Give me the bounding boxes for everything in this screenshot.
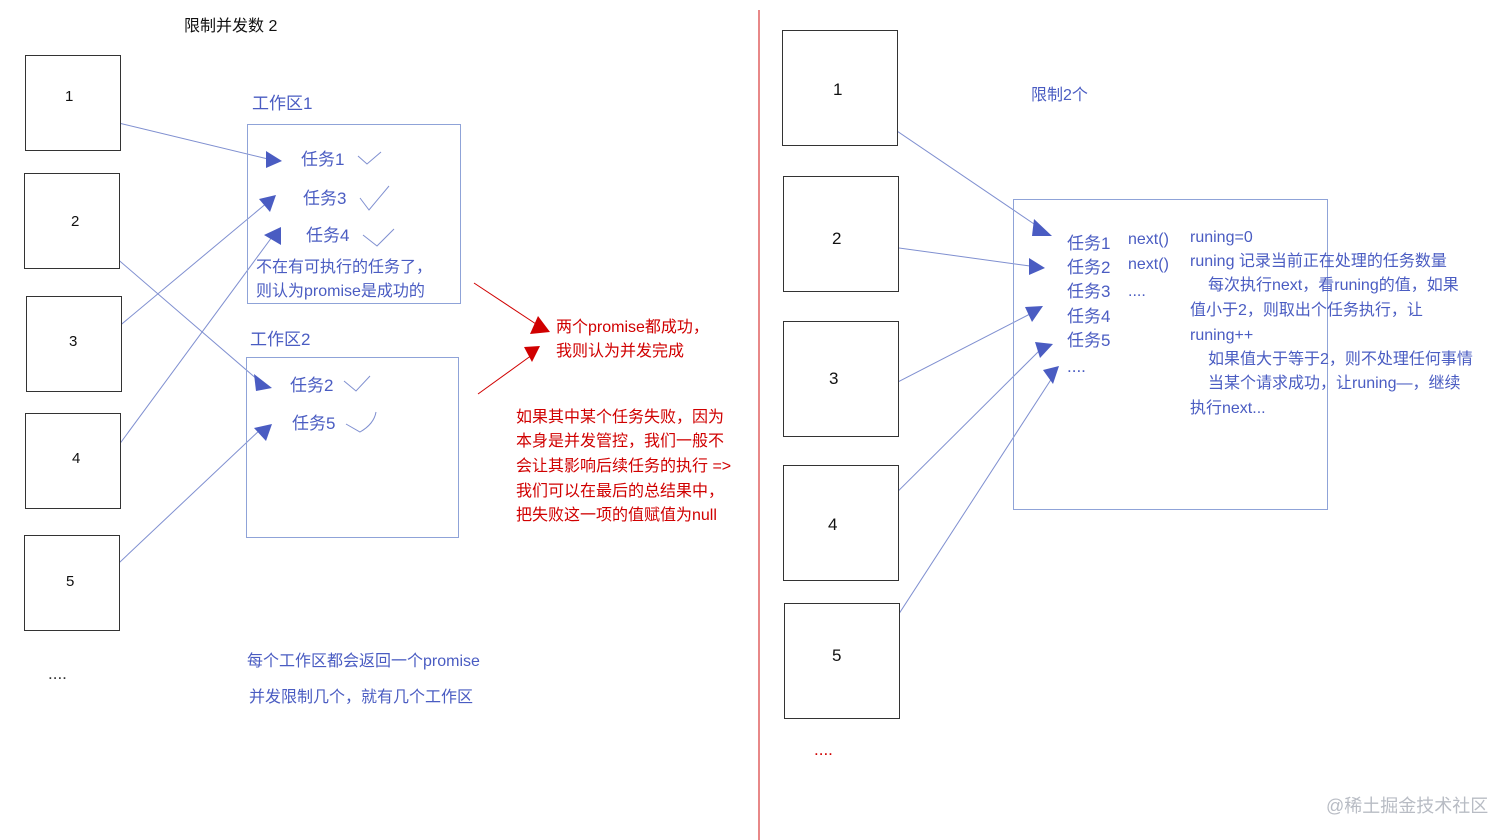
- red-note-line: 如果其中某个任务失败，因为: [516, 409, 725, 426]
- left-request-box-4: 4: [25, 413, 121, 509]
- left-title: 限制并发数 2: [184, 18, 278, 35]
- work-area-1-label: 工作区1: [252, 94, 313, 113]
- arrowhead-task1: [266, 151, 282, 168]
- area2-task: 任务2: [290, 376, 334, 395]
- box-label: 4: [72, 450, 81, 467]
- connector-3-task3: [92, 201, 269, 349]
- red-arrowhead-bottom: [524, 346, 540, 362]
- box-label: 1: [833, 80, 843, 99]
- arrowhead-task2: [254, 374, 272, 391]
- red-arrowhead-top: [530, 316, 550, 334]
- red-note-line: 我们可以在最后的总结果中，: [516, 483, 725, 500]
- queue-task: 任务5: [1067, 331, 1111, 350]
- red-note-line: 把失败这一项的值赋值为null: [516, 507, 717, 524]
- arrowhead-r3: [1025, 306, 1043, 322]
- left-request-box-5: 5: [24, 535, 120, 631]
- queue-task: 任务2: [1067, 258, 1111, 277]
- runing-note: runing=0: [1190, 229, 1253, 246]
- red-note-line: 我则认为并发完成: [556, 343, 685, 360]
- area1-task: 任务3: [303, 189, 347, 208]
- runing-note: 每次执行next，看runing的值，如果: [1208, 277, 1459, 294]
- area1-task: 任务1: [301, 150, 345, 169]
- right-title: 限制2个: [1031, 87, 1088, 104]
- bottom-note-2: 并发限制几个，就有几个工作区: [249, 689, 474, 706]
- bottom-note-1: 每个工作区都会返回一个promise: [247, 653, 480, 670]
- connector-2-task2: [92, 237, 259, 381]
- queue-task: ....: [1067, 357, 1086, 376]
- arrowhead-r5: [1043, 366, 1059, 384]
- red-connector-top: [473, 282, 537, 325]
- runing-note: 执行next...: [1190, 400, 1266, 417]
- arrowhead-r4: [1035, 342, 1053, 358]
- check-task4: [362, 228, 395, 247]
- box-label: 3: [829, 369, 839, 388]
- runing-note: runing++: [1190, 327, 1254, 344]
- red-note-line: 本身是并发管控，我们一般不: [516, 433, 725, 450]
- watermark: @稀土掘金技术社区: [1326, 796, 1489, 816]
- red-note-line: 会让其影响后续任务的执行 =>: [516, 458, 732, 475]
- area2-task: 任务5: [292, 414, 336, 433]
- right-request-box-1: 1: [782, 30, 898, 146]
- runing-note: 值小于2，则取出个任务执行，让: [1190, 302, 1423, 319]
- left-ellipsis: ....: [48, 664, 67, 683]
- box-label: 3: [69, 333, 78, 350]
- left-request-box-1: 1: [25, 55, 121, 151]
- arrowhead-task3: [259, 195, 276, 212]
- box-label: 5: [832, 646, 842, 665]
- box-label: 1: [65, 88, 74, 105]
- check-task3: [359, 185, 390, 211]
- runing-note: 如果值大于等于2，则不处理任何事情: [1208, 351, 1473, 368]
- work-area-2: [246, 357, 459, 538]
- box-label: 2: [832, 229, 842, 248]
- left-request-box-3: 3: [26, 296, 122, 392]
- check-task1: [357, 151, 382, 165]
- right-request-box-2: 2: [783, 176, 899, 292]
- area1-note-line1: 不在有可执行的任务了，: [256, 259, 433, 276]
- check-task5: [345, 411, 377, 433]
- area1-note-line2: 则认为promise是成功的: [256, 283, 425, 300]
- arrowhead-r2: [1029, 258, 1045, 275]
- connector-1-task1: [97, 117, 269, 160]
- queue-task: 任务4: [1067, 307, 1111, 326]
- area1-task: 任务4: [306, 226, 350, 245]
- runing-note: 当某个请求成功，让runing—，继续: [1208, 375, 1461, 392]
- work-area-2-label: 工作区2: [250, 330, 311, 349]
- work-area-1: [247, 124, 461, 304]
- box-label: 2: [71, 213, 80, 230]
- box-label: 4: [828, 515, 838, 534]
- box-label: 5: [66, 573, 75, 590]
- check-task2: [343, 375, 371, 392]
- next-call: ....: [1128, 283, 1146, 300]
- right-request-box-3: 3: [783, 321, 899, 437]
- red-connector-bottom: [477, 354, 533, 395]
- next-call: next(): [1128, 256, 1169, 273]
- arrowhead-r1: [1032, 219, 1052, 236]
- right-request-box-4: 4: [783, 465, 899, 581]
- queue-task: 任务1: [1067, 234, 1111, 253]
- connector-4-task4: [101, 236, 273, 469]
- left-request-box-2: 2: [24, 173, 120, 269]
- queue-task: 任务3: [1067, 282, 1111, 301]
- arrowhead-task4: [264, 227, 281, 245]
- arrowhead-task5: [254, 424, 272, 441]
- red-note-line: 两个promise都成功，: [556, 319, 709, 336]
- runing-note: runing 记录当前正在处理的任务数量: [1190, 253, 1447, 270]
- task-queue-area: [1013, 199, 1328, 510]
- next-call: next(): [1128, 231, 1169, 248]
- right-ellipsis: ....: [814, 740, 833, 759]
- right-request-box-5: 5: [784, 603, 900, 719]
